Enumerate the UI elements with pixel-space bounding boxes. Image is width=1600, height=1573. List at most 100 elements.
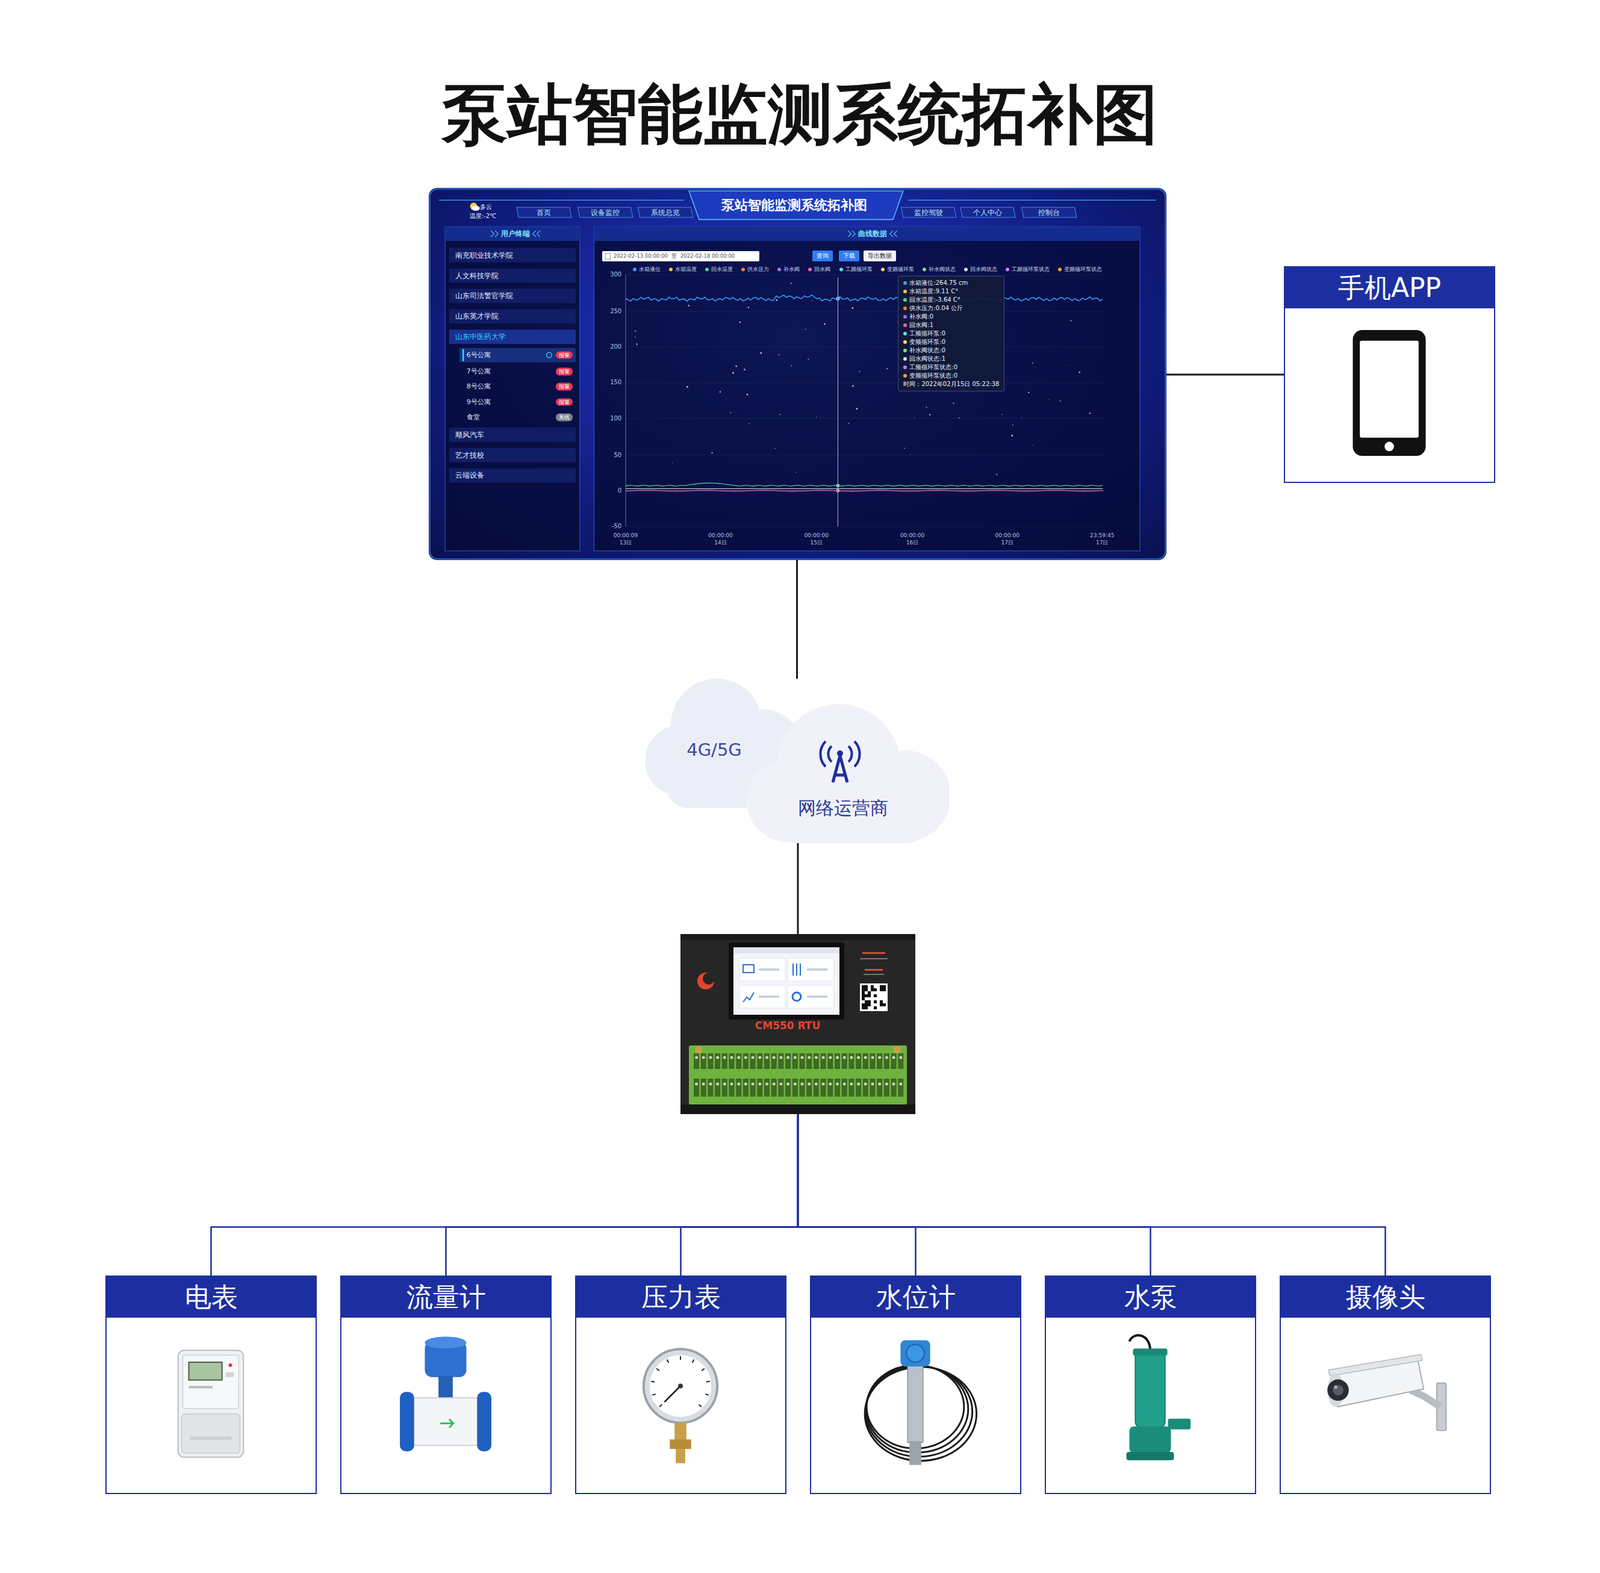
illustration-part [593,226,1140,241]
illustration-part [751,1082,755,1086]
series-legend-text: 水箱温度 [669,266,697,273]
illustration-part [723,1056,727,1060]
nav-tab-label: 首页 [536,207,551,217]
illustration-part [877,1082,881,1086]
tooltip-line: 回水阀:1 [903,320,934,330]
illustration-part [864,1000,868,1004]
nav-tab-label: 监控驾驶 [914,207,944,217]
illustration-part [873,988,877,992]
tooltip-line-group: 水箱液位:264.75 cm水箱温度:9.11 C°回水温度:-3.64 C°供… [897,275,1005,392]
series-legend-text: 回水温度 [705,266,733,273]
illustration-part [906,1344,925,1363]
header-band: 电表 [106,1276,316,1318]
illustration-part [707,1078,713,1097]
node-text: 网络运营商 [797,796,889,821]
illustration-part [851,307,854,309]
illustration-part [714,1078,721,1097]
illustration-part [787,985,834,1009]
illustration-part [735,1078,742,1097]
tree-subitem: 9号公寓 [466,398,491,406]
series-legend-text: 补水阀状态 [922,266,956,273]
axis-tick: 17日 [1000,539,1013,547]
series-legend-text: 补水阀 [777,266,800,273]
connector-line [797,1114,1151,1276]
illustration-part [625,273,1105,275]
illustration-part [885,1056,889,1060]
illustration-part [858,370,860,373]
illustration-part [1129,1335,1151,1351]
illustration-part [449,248,576,263]
illustration-part [814,1082,818,1086]
illustration-part [746,393,749,396]
illustration-part [649,1354,712,1417]
illustration-part [680,933,916,941]
illustration-part [861,997,865,1001]
illustration-part [859,983,888,1012]
illustration-part [1328,1354,1423,1376]
illustration-part [848,1078,854,1097]
illustration-part [1078,371,1081,374]
illustration-part [1132,1348,1168,1356]
node-text: 4G/5G [686,739,742,760]
illustration-part [806,1078,812,1097]
device-card: 手机APP [1283,266,1496,483]
illustration-part [806,1053,812,1069]
device-card: 水泵 [1044,1275,1257,1495]
button-label: 查询 [812,250,833,262]
tooltip-line: 水箱液位:264.75 cm [903,278,968,288]
illustration-part [793,963,801,976]
illustration-part [449,427,576,443]
node-text: 流量计 [406,1283,486,1311]
connector-line [797,1114,1386,1276]
illustration-part [739,958,786,981]
illustration-part [744,1082,748,1086]
illustration-part [805,328,807,330]
illustration-part [643,1348,718,1423]
illustration-part [778,354,780,356]
illustration-part [701,1368,705,1370]
illustration-part [758,968,780,971]
illustration-part [884,1053,890,1069]
status-badge: 报警 [555,382,573,391]
illustration-part [719,391,721,393]
connector-line [796,560,798,679]
illustration-part [772,1056,776,1060]
illustration-part [1002,414,1004,416]
illustration-part [178,1350,244,1458]
axis-tick: 200 [610,343,622,351]
panel-header: 曲线数据 [858,229,888,238]
illustration-part [708,1082,712,1086]
illustration-part [861,994,865,998]
illustration-part [958,417,960,419]
connector-line [211,1114,799,1276]
illustration-part [739,321,742,324]
node-text: 水位计 [876,1283,956,1311]
connector-line [797,1114,916,1276]
illustration-part [577,207,633,218]
tree-subitem: 7号公寓 [466,367,491,376]
illustration-part [625,490,1105,491]
tooltip-line: 回水阀状态:1 [903,354,946,364]
illustration-part [765,1082,769,1086]
illustration-part [892,1056,896,1060]
illustration-part [715,1082,720,1086]
device-illustration [1280,1317,1490,1493]
illustration-part [743,992,754,1003]
series-legend-text: 工频循环泵 [839,266,873,273]
illustration-part [688,190,904,220]
connector-line [1166,373,1284,376]
illustration-part [711,452,713,454]
illustration-part [820,1078,827,1097]
button-label: 下载 [838,250,860,262]
axis-tick: 00:00:00 [994,532,1019,539]
illustration-part [885,1082,889,1086]
illustration-part [996,473,998,476]
illustration-part [836,484,840,488]
illustration-part [792,1053,798,1069]
date-range-text: 2022-02-18 00:00:00 [680,252,735,259]
illustration-part [189,1436,232,1440]
illustration-part [778,1078,784,1097]
illustration-part [848,1053,854,1069]
illustration-part [914,416,915,418]
illustration-part [823,323,826,326]
